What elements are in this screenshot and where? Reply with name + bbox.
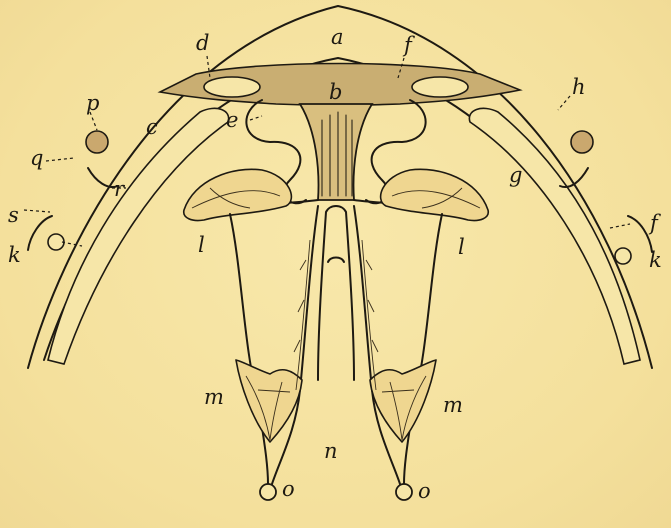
label-s: s xyxy=(8,203,19,227)
label-h: h xyxy=(572,75,586,99)
label-f-right: f xyxy=(648,211,661,235)
tentacle-bulb-left xyxy=(48,234,64,250)
gonad-pouch-left xyxy=(204,77,260,97)
label-e: e xyxy=(226,108,238,132)
label-n: n xyxy=(324,439,338,463)
label-m-left: m xyxy=(204,385,224,409)
leader-f-right xyxy=(610,224,630,228)
label-b: b xyxy=(329,80,342,104)
lip-right xyxy=(381,169,489,220)
gonad-pouch-right xyxy=(412,77,468,97)
label-k-right: k xyxy=(649,248,662,272)
marginal-body-right xyxy=(571,131,593,153)
marginal-body-p-left xyxy=(86,131,108,153)
leader-q xyxy=(46,158,74,161)
label-o-left: o xyxy=(282,477,295,501)
manubrium-stalk xyxy=(300,104,372,200)
central-channel-notch xyxy=(328,258,344,263)
oral-arm-left-inner xyxy=(272,206,318,484)
label-q: q xyxy=(30,146,43,170)
leader-s-bulb xyxy=(62,242,82,246)
radial-canal-right xyxy=(469,108,640,364)
lip-left xyxy=(184,169,292,220)
label-o-right: o xyxy=(418,479,431,503)
tentacle-bulb-right xyxy=(615,248,631,264)
oral-arm-right-inner xyxy=(354,206,400,484)
label-d: d xyxy=(196,31,209,55)
label-g: g xyxy=(509,163,522,187)
label-l-left: l xyxy=(198,233,205,257)
leader-h xyxy=(558,96,570,110)
terminal-bulb-right xyxy=(396,484,412,500)
margin-tip-right xyxy=(628,216,652,252)
leader-s xyxy=(24,210,50,212)
leader-e xyxy=(250,116,262,120)
label-f-top: f xyxy=(402,33,415,57)
label-p: p xyxy=(86,91,99,115)
label-l-right: l xyxy=(458,235,465,259)
label-a: a xyxy=(331,25,344,49)
label-c: c xyxy=(146,115,158,139)
label-m-right: m xyxy=(443,393,463,417)
terminal-bulb-left xyxy=(260,484,276,500)
label-k-left: k xyxy=(8,243,21,267)
central-channel xyxy=(318,206,354,380)
oral-arm-left xyxy=(230,214,268,484)
oral-arm-right xyxy=(404,214,442,484)
